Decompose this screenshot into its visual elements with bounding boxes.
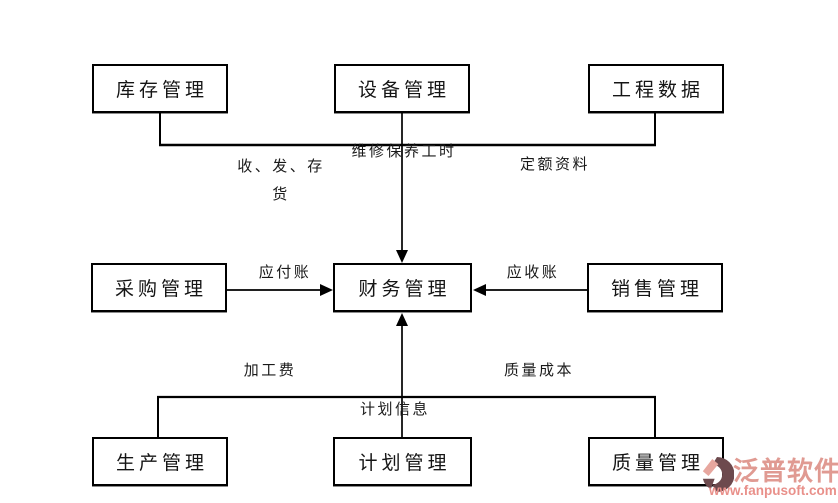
node-engineering-data: 工程数据 xyxy=(588,64,724,113)
edge-label-quota-data: 定额资料 xyxy=(519,157,590,173)
node-planning: 计划管理 xyxy=(333,437,472,486)
edge-label-plan-info: 计划信息 xyxy=(359,402,430,418)
edge-label-maintenance-hours: 维修保养工时 xyxy=(351,144,457,160)
arrowhead-down-into-finance xyxy=(396,250,408,263)
fanpu-watermark: 泛普软件 www.fanpusoft.com xyxy=(698,450,838,502)
node-finance: 财务管理 xyxy=(333,263,472,312)
edge-label-accounts-payable: 应付账 xyxy=(258,265,312,281)
edge-label-accounts-receivable: 应收账 xyxy=(506,265,560,281)
node-production: 生产管理 xyxy=(92,437,228,486)
fanpu-logo-icon xyxy=(702,457,734,492)
node-equipment: 设备管理 xyxy=(334,64,470,113)
edge-label-receive-issue-stock: 收、发、存 货 xyxy=(237,159,325,203)
arrowhead-right-into-finance xyxy=(320,284,333,296)
edge-label-quality-cost: 质量成本 xyxy=(503,363,574,379)
watermark-brand-text: 泛普软件 xyxy=(733,456,838,486)
arrowhead-left-into-finance xyxy=(473,284,486,296)
node-procurement: 采购管理 xyxy=(91,263,227,312)
watermark-url-text: www.fanpusoft.com xyxy=(709,483,837,498)
node-sales: 销售管理 xyxy=(587,263,723,312)
node-inventory: 库存管理 xyxy=(92,64,228,113)
edge-label-processing-fee: 加工费 xyxy=(243,363,297,379)
arrowhead-up-into-finance xyxy=(396,313,408,326)
